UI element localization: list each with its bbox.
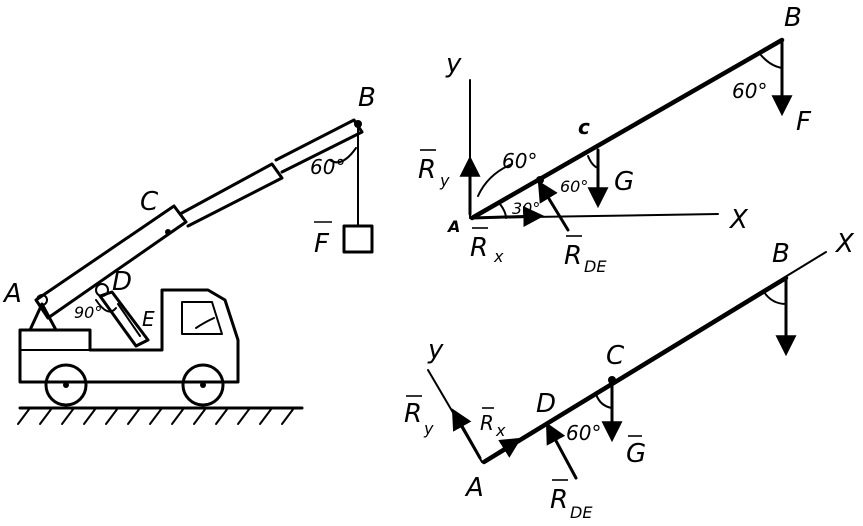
crane-angle-B: 60° bbox=[310, 155, 345, 179]
fbd1-label-RDE: R bbox=[564, 241, 582, 271]
fbd2-angle-C: 60° bbox=[566, 421, 601, 445]
free-body-diagram-2: y X A B C D G R y R x R DE 60° bbox=[404, 229, 855, 522]
fbd1-label-A: A bbox=[446, 217, 460, 236]
fbd1-RDE-arrow bbox=[537, 180, 570, 232]
fbd2-label-G: G bbox=[626, 439, 646, 469]
fbd2-label-x: X bbox=[834, 229, 855, 259]
boom-middle-segment bbox=[178, 162, 284, 228]
ground-hatching bbox=[17, 407, 295, 425]
crane-label-F: F bbox=[314, 229, 330, 259]
fbd2-label-RDE: R bbox=[550, 485, 568, 515]
fbd2-label-Ry-sub: y bbox=[423, 419, 434, 438]
fbd1-label-x: X bbox=[728, 205, 749, 235]
fbd2-label-Rx-sub: x bbox=[495, 421, 506, 440]
fbd2-label-RDE-sub: DE bbox=[570, 503, 593, 522]
fbd1-label-F: F bbox=[796, 107, 812, 137]
crane-label-A: A bbox=[2, 279, 22, 309]
fbd1-label-G: G bbox=[614, 167, 634, 197]
fbd2-label-D: D bbox=[536, 389, 556, 419]
load-box bbox=[342, 224, 374, 254]
boom-lower-segment bbox=[34, 204, 188, 320]
fbd1-beam bbox=[469, 37, 785, 221]
crane-label-B: B bbox=[358, 83, 376, 113]
fbd2-label-B: B bbox=[772, 239, 790, 269]
fbd1-label-y: y bbox=[445, 49, 462, 79]
fbd2-label-C: C bbox=[606, 341, 625, 371]
cab-window bbox=[181, 301, 223, 335]
fbd1-label-Rx: R bbox=[470, 233, 488, 263]
crane-label-C: C bbox=[140, 187, 159, 217]
fbd1-label-C: c bbox=[578, 115, 590, 139]
fbd2-Rx-arrow bbox=[484, 437, 522, 462]
fbd1-label-RDE-sub: DE bbox=[584, 257, 607, 276]
rear-wheel bbox=[181, 363, 225, 407]
truck-body bbox=[18, 288, 240, 384]
free-body-diagram-1: y X A B c F G R y R x R DE 60° 30° 60° 6… bbox=[418, 3, 812, 276]
fbd1-label-Ry-sub: y bbox=[439, 171, 450, 190]
fbd1-label-Rx-sub: x bbox=[493, 247, 504, 266]
fbd1-angle-A-60: 60° bbox=[502, 149, 537, 173]
crane-label-D: D bbox=[112, 267, 132, 297]
fbd2-label-y: y bbox=[427, 335, 444, 365]
fbd2-label-Rx: R bbox=[480, 411, 494, 435]
fbd1-angle-A-30: 30° bbox=[512, 199, 540, 218]
crane-truck-drawing: A B C D E F 60° 90° bbox=[2, 83, 376, 425]
fbd2-label-Ry: R bbox=[404, 399, 422, 429]
front-wheel bbox=[44, 363, 88, 407]
fbd2-RDE-arrow bbox=[546, 422, 578, 480]
crane-angle-D: 90° bbox=[74, 303, 102, 322]
fbd2-label-A: A bbox=[464, 473, 484, 503]
fbd1-angle-B: 60° bbox=[732, 79, 767, 103]
fbd1-label-Ry: R bbox=[418, 155, 436, 185]
crane-label-E: E bbox=[142, 307, 155, 331]
fbd1-angle-C: 60° bbox=[560, 177, 588, 196]
fbd1-label-B: B bbox=[784, 3, 802, 33]
fbd2-Ry-arrow bbox=[451, 408, 482, 460]
hydraulic-cylinder bbox=[98, 290, 150, 348]
fbd2-beam bbox=[481, 275, 789, 465]
